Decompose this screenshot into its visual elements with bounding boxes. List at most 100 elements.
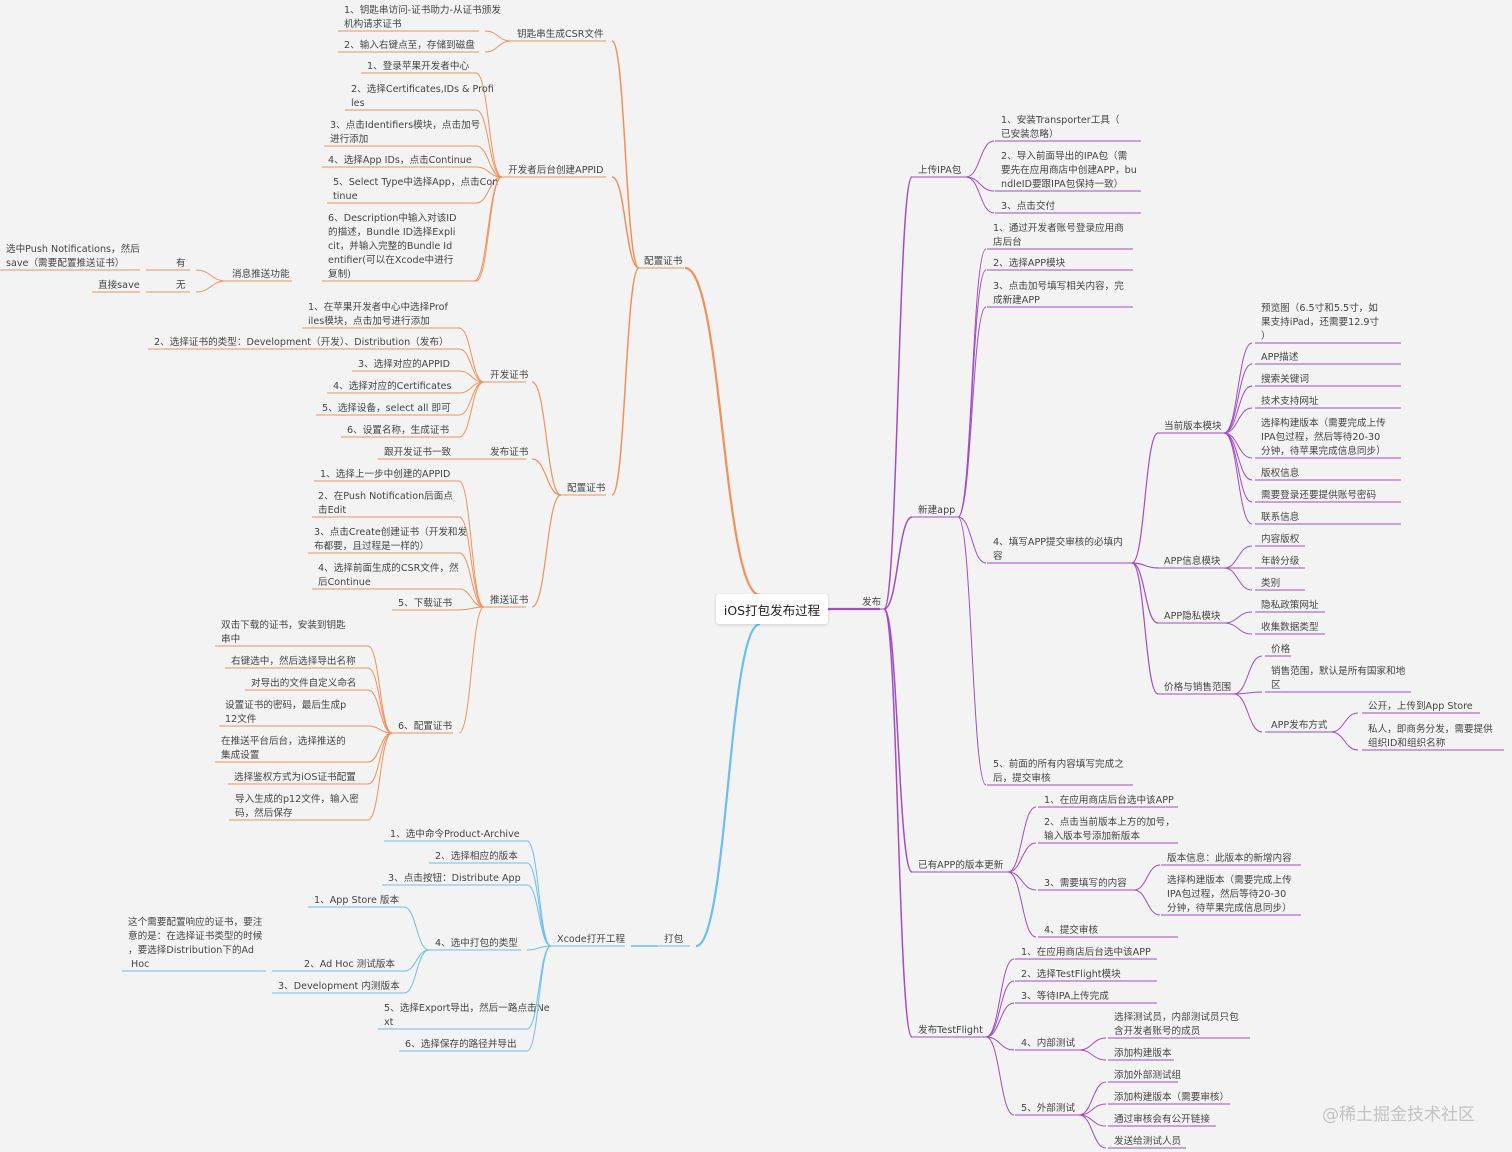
leaf-type-3[interactable]: 3、Development 内测版本 xyxy=(278,980,400,992)
leaf-dev-3[interactable]: 3、选择对应的APPID xyxy=(358,358,450,370)
leaf-newapp-1[interactable]: 1、通过开发者账号登录应用商店后台 xyxy=(993,222,1124,248)
leaf-tf-int-2[interactable]: 添加构建版本 xyxy=(1114,1047,1172,1059)
leaf-update-2[interactable]: 2、点击当前版本上方的加号，输入版本号添加新版本 xyxy=(1044,816,1175,842)
leaf-tf-ext-1[interactable]: 添加外部测试组 xyxy=(1114,1069,1182,1081)
node-yes[interactable]: 有 xyxy=(176,257,186,269)
node-no[interactable]: 无 xyxy=(176,280,186,291)
leaf-current-4[interactable]: 技术支持网址 xyxy=(1261,395,1319,407)
leaf-push-2[interactable]: 2、在Push Notification后面点击Edit xyxy=(318,490,453,516)
leaf-update-1[interactable]: 1、在应用商店后台选中该APP xyxy=(1044,794,1174,806)
node-price[interactable]: 价格与销售范围 xyxy=(1164,681,1231,693)
leaf-dev-6[interactable]: 6、设置名称，生成证书 xyxy=(347,424,449,436)
node-update[interactable]: 已有APP的版本更新 xyxy=(918,859,1004,871)
leaf-tf-1[interactable]: 1、在应用商店后台选中该APP xyxy=(1021,946,1151,958)
leaf-s6-5[interactable]: 在推送平台后台，选择推送的集成设置 xyxy=(221,735,346,761)
node-dist[interactable]: 发布证书 xyxy=(490,446,529,458)
node-push-cert[interactable]: 推送证书 xyxy=(490,594,529,606)
node-xcode[interactable]: Xcode打开工程 xyxy=(557,933,625,945)
leaf-xcode-6[interactable]: 6、选择保存的路径并导出 xyxy=(405,1038,517,1050)
leaf-newapp-2[interactable]: 2、选择APP模块 xyxy=(993,257,1066,269)
leaf-xcode-3[interactable]: 3、点击按钮：Distribute App xyxy=(388,872,521,884)
leaf-push-3[interactable]: 3、点击Create创建证书（开发和发布都要，且过程是一样的） xyxy=(314,526,468,552)
leaf-upload-3[interactable]: 3、点击交付 xyxy=(1001,200,1055,212)
leaf-upload-1[interactable]: 1、安装Transporter工具（已安装忽略） xyxy=(1001,114,1120,140)
leaf-csr-2[interactable]: 2、输入右键点至，存储到磁盘 xyxy=(344,39,475,51)
leaf-dev-2[interactable]: 2、选择证书的类型：Development（开发）、Distribution（发… xyxy=(154,336,449,348)
leaf-tf-int-1[interactable]: 选择测试员，内部测试员只包含开发者账号的成员 xyxy=(1114,1011,1239,1037)
leaf-csr-1[interactable]: 1、钥匙串访问-证书助力-从证书颁发机构请求证书 xyxy=(344,4,501,30)
leaf-push-1[interactable]: 1、选择上一步中创建的APPID xyxy=(320,468,450,480)
node-update-step3[interactable]: 3、需要填写的内容 xyxy=(1044,877,1127,889)
leaf-current-3[interactable]: 搜索关键词 xyxy=(1261,373,1309,385)
leaf-appid-3[interactable]: 3、点击Identifiers模块，点击加号进行添加 xyxy=(330,119,480,145)
leaf-appid-4[interactable]: 4、选择App IDs，点击Continue xyxy=(328,154,472,166)
node-pack-type[interactable]: 4、选中打包的类型 xyxy=(435,937,518,949)
leaf-price-1[interactable]: 价格 xyxy=(1271,643,1291,655)
leaf-type-2[interactable]: 2、Ad Hoc 测试版本 xyxy=(304,958,395,970)
leaf-s6-7[interactable]: 导入生成的p12文件，输入密码，然后保存 xyxy=(235,793,359,819)
leaf-appid-1[interactable]: 1、登录苹果开发者中心 xyxy=(367,60,469,72)
node-privacy[interactable]: APP隐私模块 xyxy=(1164,610,1221,622)
leaf-info-2[interactable]: 年龄分级 xyxy=(1261,555,1300,567)
leaf-tf-2[interactable]: 2、选择TestFlight模块 xyxy=(1021,968,1121,980)
leaf-info-3[interactable]: 类别 xyxy=(1261,577,1280,589)
leaf-newapp-3[interactable]: 3、点击加号填写相关内容，完成新建APP xyxy=(993,280,1124,306)
leaf-current-6[interactable]: 版权信息 xyxy=(1261,467,1300,479)
leaf-publish-1[interactable]: 公开，上传到App Store xyxy=(1368,700,1473,712)
node-cert[interactable]: 配置证书 xyxy=(567,483,606,494)
leaf-info-1[interactable]: 内容版权 xyxy=(1261,533,1300,545)
leaf-update-s3-1[interactable]: 版本信息：此版本的新增内容 xyxy=(1167,852,1292,864)
leaf-push-4[interactable]: 4、选择前面生成的CSR文件，然后Continue xyxy=(318,562,459,588)
leaf-update-3[interactable]: 4、提交审核 xyxy=(1044,924,1098,936)
leaf-xcode-1[interactable]: 1、选中命令Product-Archive xyxy=(390,828,520,840)
node-push-step6[interactable]: 6、配置证书 xyxy=(398,721,452,732)
leaf-type-1[interactable]: 1、App Store 版本 xyxy=(314,894,399,906)
leaf-tf-ext-4[interactable]: 发送给测试人员 xyxy=(1114,1135,1181,1147)
branch-peizhi[interactable]: 配置证书 xyxy=(644,256,683,267)
leaf-s6-2[interactable]: 右键选中，然后选择导出名称 xyxy=(231,655,356,667)
node-testflight[interactable]: 发布TestFlight xyxy=(918,1024,983,1036)
leaf-s6-1[interactable]: 双击下载的证书，安装到钥匙串中 xyxy=(221,619,346,645)
leaf-push-5[interactable]: 5、下载证书 xyxy=(398,597,452,609)
node-upload[interactable]: 上传IPA包 xyxy=(918,164,962,176)
leaf-dev-4[interactable]: 4、选择对应的Certificates xyxy=(333,380,452,392)
node-csr[interactable]: 钥匙串生成CSR文件 xyxy=(517,28,604,40)
leaf-s6-6[interactable]: 选择鉴权方式为iOS证书配置 xyxy=(234,771,356,783)
leaf-type-note[interactable]: 这个需要配置响应的证书，要注意的是：在选择证书类型的时候，要选择Distribu… xyxy=(128,916,263,970)
node-info[interactable]: APP信息模块 xyxy=(1164,555,1221,567)
node-dev[interactable]: 开发证书 xyxy=(490,369,529,381)
branch-dabao[interactable]: 打包 xyxy=(664,933,684,945)
leaf-current-8[interactable]: 联系信息 xyxy=(1261,511,1300,523)
leaf-tf-ext-2[interactable]: 添加构建版本（需要审核） xyxy=(1114,1091,1229,1103)
node-appid[interactable]: 开发者后台创建APPID xyxy=(508,164,604,176)
leaf-publish-2[interactable]: 私人，即商务分发，需要提供组织ID和组织名称 xyxy=(1368,723,1493,749)
node-step4[interactable]: 4、填写APP提交审核的必填内容 xyxy=(993,536,1123,562)
branch-fabu[interactable]: 发布 xyxy=(862,596,882,608)
node-tf-external[interactable]: 5、外部测试 xyxy=(1021,1102,1075,1114)
node-newapp[interactable]: 新建app xyxy=(918,504,955,516)
node-push-func[interactable]: 消息推送功能 xyxy=(232,268,290,280)
leaf-tf-ext-3[interactable]: 通过审核会有公开链接 xyxy=(1114,1113,1210,1125)
leaf-dev-5[interactable]: 5、选择设备，select all 即可 xyxy=(322,402,451,414)
node-tf-internal[interactable]: 4、内部测试 xyxy=(1021,1037,1075,1049)
leaf-privacy-1[interactable]: 隐私政策网址 xyxy=(1261,599,1319,611)
leaf-dist-1[interactable]: 跟开发证书一致 xyxy=(384,446,452,458)
node-current[interactable]: 当前版本模块 xyxy=(1164,420,1222,432)
leaf-current-7[interactable]: 需要登录还要提供账号密码 xyxy=(1261,489,1377,501)
root-node[interactable]: iOS打包发布过程 xyxy=(716,594,828,624)
leaf-s6-3[interactable]: 对导出的文件自定义命名 xyxy=(251,677,357,689)
leaf-tf-3[interactable]: 3、等待IPA上传完成 xyxy=(1021,990,1109,1002)
leaf-current-1[interactable]: 预览图（6.5寸和5.5寸，如果支持iPad，还需要12.9寸） xyxy=(1261,302,1380,342)
leaf-no-detail[interactable]: 直接save xyxy=(98,279,140,291)
leaf-privacy-2[interactable]: 收集数据类型 xyxy=(1261,621,1319,633)
leaf-current-2[interactable]: APP描述 xyxy=(1261,351,1299,363)
node-publish[interactable]: APP发布方式 xyxy=(1271,719,1328,731)
